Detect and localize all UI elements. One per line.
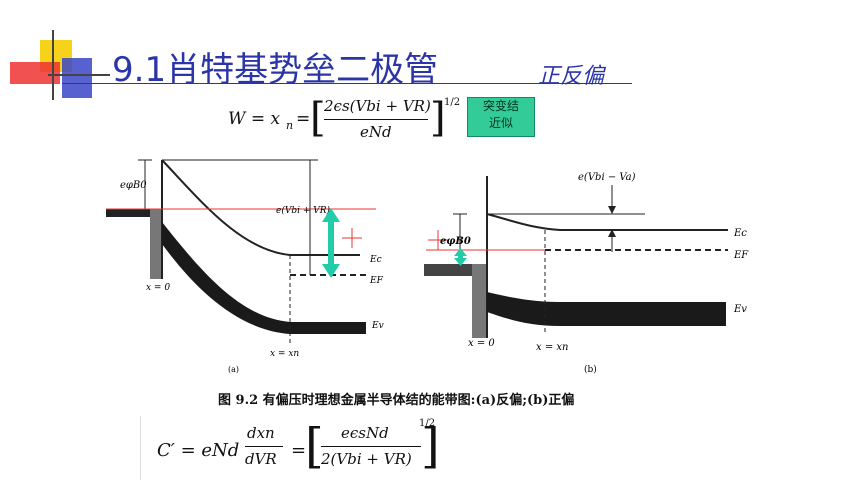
title-underline: [62, 83, 632, 84]
note-line-2: 近似: [488, 116, 513, 130]
ec-curve-b: [486, 213, 728, 231]
capacitance-equation: C′ = eNd dxn dVR = [ eϵsNd 2(Vbi + VR) ]…: [140, 416, 440, 480]
cap-denominator: 2(Vbi + VR): [321, 450, 412, 468]
eq-denominator: eNd: [360, 123, 392, 141]
eq-lhs: W = x: [228, 109, 281, 129]
label-ef-b: EF: [733, 250, 749, 261]
eq-exponent: 1/2: [444, 97, 461, 108]
ec-curve-a: [161, 159, 360, 256]
label-x0-b: x = 0: [468, 338, 495, 349]
label-ec-a: Ec: [369, 255, 382, 265]
label-ev-a: Ev: [371, 321, 384, 331]
cap-dv: dVR: [245, 450, 277, 468]
metal-a: [106, 209, 162, 217]
metal-a-edge: [150, 209, 162, 279]
abrupt-junction-note: 突变结 近似: [467, 97, 535, 137]
label-ec-b: Ec: [733, 228, 747, 239]
panel-b: e(Vbi − Va) eφB0 Ec EF Ev x = 0 x = xn (…: [424, 172, 749, 375]
label-x0-a: x = 0: [146, 283, 170, 293]
label-vbiva-b: e(Vbi − Va): [578, 172, 636, 183]
label-ev-b: Ev: [733, 304, 747, 315]
cap-lhs: C′ = eNd: [157, 440, 240, 461]
cap-exponent: 1/2: [419, 418, 436, 429]
panel-label-a: (a): [228, 365, 239, 374]
panel-a: eφB0 e(Vbi + VR) Ec EF Ev x = 0 x = xn (…: [106, 159, 384, 374]
label-phi-a: eφB0: [120, 180, 147, 191]
label-phi-b: eφB0: [440, 236, 471, 247]
figure-caption: 图 9.2 有偏压时理想金属半导体结的能带图:(a)反偏;(b)正偏: [218, 393, 575, 408]
corner-decoration: [0, 0, 110, 110]
label-ef-a: EF: [369, 276, 384, 286]
label-xn-b: x = xn: [536, 342, 568, 353]
double-arrow-b: [454, 248, 467, 266]
double-arrow-a: [322, 208, 340, 278]
note-line-1: 突变结: [482, 99, 519, 113]
cap-numerator: eϵsNd: [341, 424, 389, 442]
metal-b-edge: [472, 264, 486, 338]
panel-label-b: (b): [584, 364, 597, 375]
ev-band-a: [162, 222, 366, 334]
cap-dx: dxn: [247, 424, 275, 442]
eq-lhs-sub: n: [286, 119, 294, 132]
label-xn-a: x = xn: [270, 349, 299, 359]
slide-subtitle: 正反偏: [538, 64, 605, 89]
depletion-width-equation: W = x n = [ 2ϵs(Vbi + VR) eNd ] 1/2: [228, 95, 461, 141]
eq-numerator: 2ϵs(Vbi + VR): [324, 97, 431, 115]
slide-title: 9.1肖特基势垒二极管: [112, 50, 439, 90]
label-vbivr-a: e(Vbi + VR): [276, 205, 331, 216]
ev-band-b: [487, 292, 726, 326]
